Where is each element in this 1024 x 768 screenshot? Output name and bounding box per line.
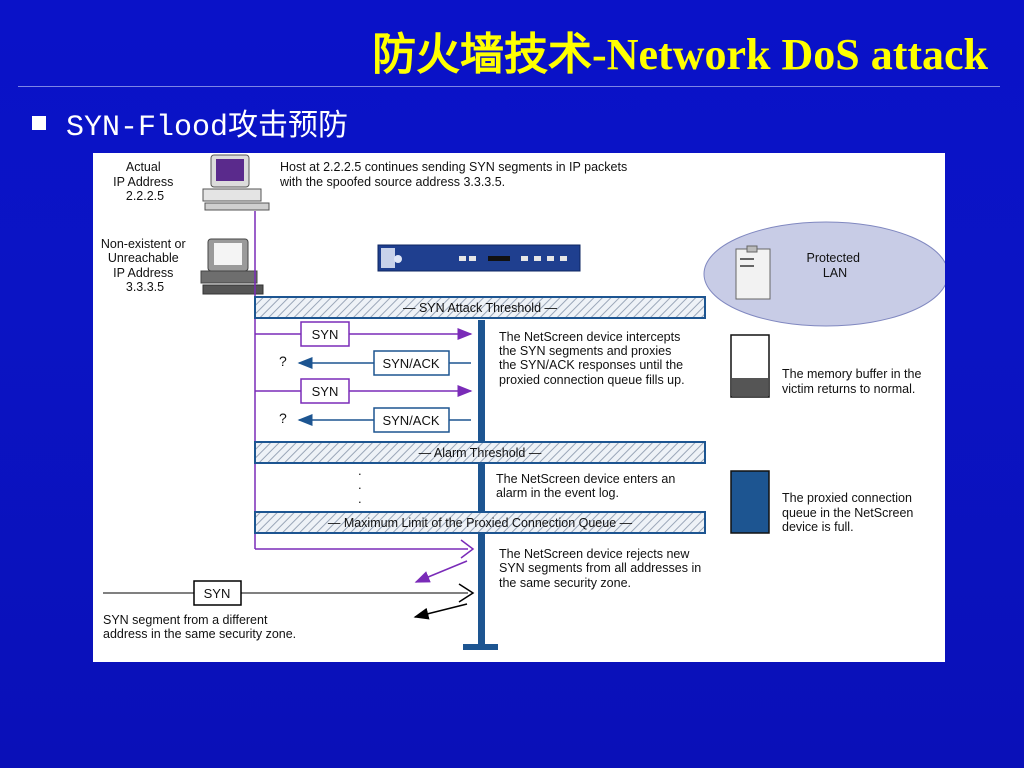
- syn-label: SYN: [312, 384, 339, 399]
- queue-full-note: The proxied connection queue in the NetS…: [782, 491, 917, 534]
- other-source-note: SYN segment from a different address in …: [103, 613, 296, 641]
- synack-label: SYN/ACK: [382, 413, 439, 428]
- syn-label: SYN: [312, 327, 339, 342]
- netscreen-vertical-bar: [478, 320, 485, 647]
- alarm-threshold-bar: [254, 441, 706, 464]
- title-divider: [18, 86, 1000, 87]
- syn-attack-threshold-label: — SYN Attack Threshold —: [403, 301, 557, 315]
- netscreen-bar-foot: [463, 644, 498, 650]
- max-limit-bar: [254, 511, 706, 534]
- memory-buffer-fill: [732, 378, 768, 396]
- reject-chevron: [460, 539, 475, 559]
- rejected-other-syn-arrow: [413, 603, 468, 620]
- unknown-destination-mark: ?: [279, 353, 287, 369]
- netscreen-device-icon: [377, 244, 581, 272]
- syn-flood-diagram: Actual IP Address 2.2.2.5 Non-existent o…: [101, 154, 949, 650]
- bullet-square-icon: [32, 116, 46, 130]
- syn-attack-threshold-bar: [254, 296, 706, 319]
- synack-box: [373, 407, 450, 433]
- slide-title: 防火墙技术-Network DoS attack: [372, 30, 988, 79]
- spoofed-host-computer-icon: [200, 238, 264, 295]
- synack-box: [373, 350, 450, 376]
- other-syn-box: [193, 580, 242, 606]
- slide-subtitle: SYN-Flood攻击预防: [66, 111, 349, 145]
- intercept-note: The NetScreen device intercepts the SYN …: [499, 330, 687, 387]
- host-note: Host at 2.2.2.5 continues sending SYN se…: [279, 160, 631, 189]
- reject-note: The NetScreen device rejects new SYN seg…: [499, 547, 705, 590]
- ellipsis-dot: .: [358, 491, 362, 506]
- alarm-note: The NetScreen device enters an alarm in …: [496, 472, 679, 500]
- memory-note: The memory buffer in the victim returns …: [782, 367, 925, 396]
- alarm-threshold-label: — Alarm Threshold —: [419, 446, 542, 460]
- syn-box: [300, 321, 350, 347]
- actual-host-computer-icon: [202, 154, 270, 211]
- synack-label: SYN/ACK: [382, 356, 439, 371]
- reject-chevron-black: [458, 583, 475, 603]
- other-syn-label: SYN: [204, 586, 231, 601]
- syn-box: [300, 378, 350, 404]
- spoofed-host-label: Non-existent or Unreachable IP Address 3…: [101, 237, 189, 294]
- rejected-syn-arrow: [414, 560, 468, 583]
- unknown-destination-mark: ?: [279, 410, 287, 426]
- queue-full-gauge: [730, 470, 770, 534]
- protected-lan-label: Protected LAN: [807, 251, 864, 280]
- ellipsis-dot: .: [358, 463, 362, 478]
- ellipsis-dot: .: [358, 477, 362, 492]
- actual-host-label: Actual IP Address 2.2.2.5: [113, 160, 177, 203]
- max-limit-label: — Maximum Limit of the Proxied Connectio…: [328, 516, 633, 530]
- diagram-panel: Actual IP Address 2.2.2.5 Non-existent o…: [93, 153, 949, 662]
